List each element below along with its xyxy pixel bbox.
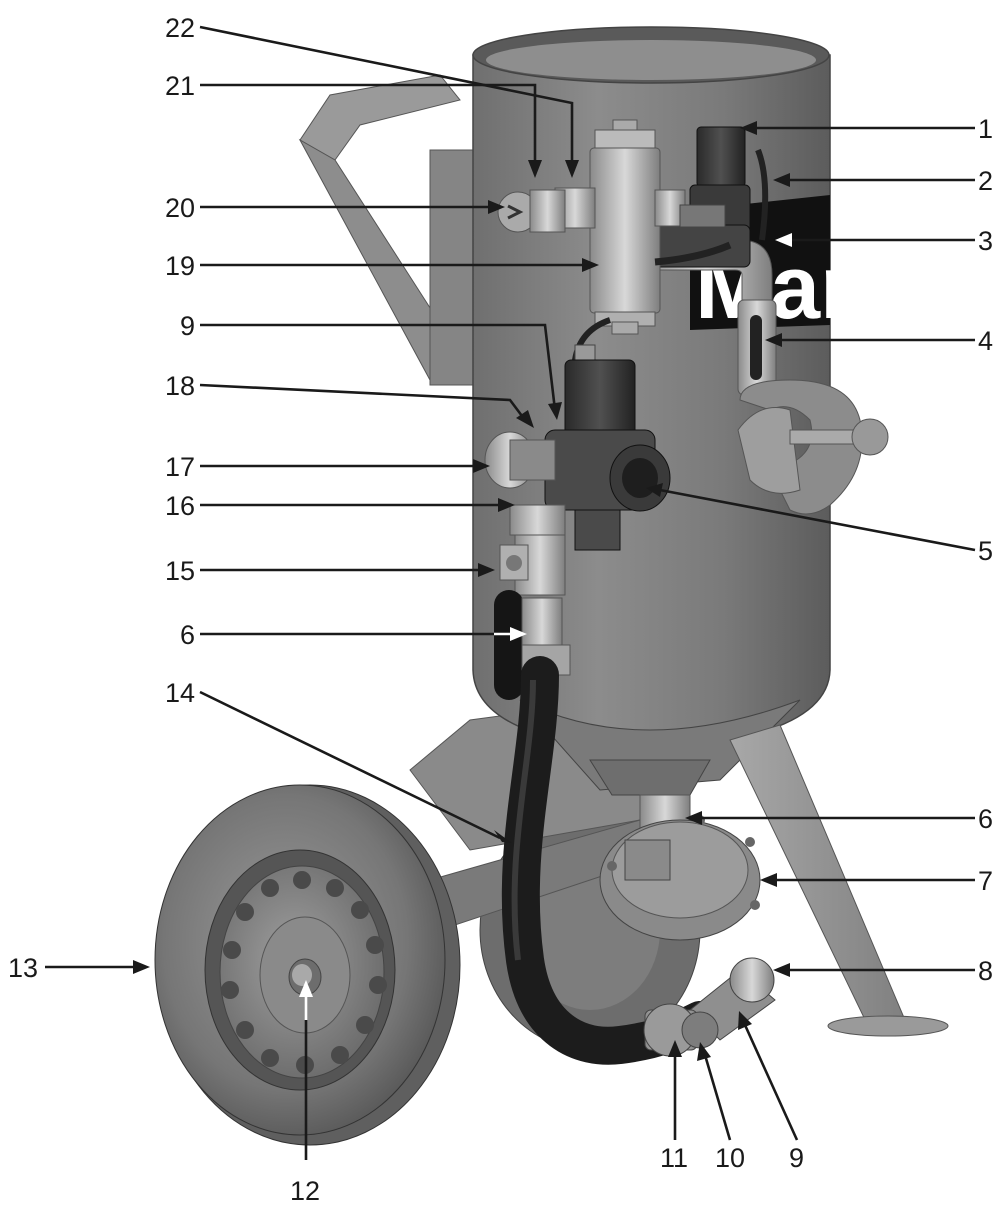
filter-housing <box>554 119 732 361</box>
callout-12: 12 <box>290 1176 320 1206</box>
callout-9-lower: 9 <box>789 1143 804 1173</box>
callout-19: 19 <box>165 251 195 281</box>
leader-9-lower <box>743 1024 799 1141</box>
callout-4: 4 <box>978 326 993 356</box>
callout-9-top: 9 <box>180 311 195 341</box>
callout-18: 18 <box>165 371 195 401</box>
callout-10: 10 <box>715 1143 745 1173</box>
callout-1: 1 <box>978 114 993 144</box>
callout-13: 13 <box>8 953 38 983</box>
callout-labels: 22 21 20 19 9 18 17 16 15 6 14 13 12 1 2… <box>8 13 993 1206</box>
leader-22 <box>199 25 574 168</box>
leader-21 <box>200 83 537 168</box>
callout-11: 11 <box>660 1143 688 1173</box>
leader-18 <box>199 383 527 421</box>
callout-6-upper: 6 <box>180 620 195 650</box>
inlet-valve-assembly <box>484 344 671 551</box>
leader-10 <box>703 1054 732 1141</box>
callout-5: 5 <box>978 536 993 566</box>
front-wheel <box>154 784 461 1146</box>
callout-21: 21 <box>165 71 195 101</box>
callout-15: 15 <box>165 556 195 586</box>
pusher-line-fittings <box>643 957 776 1057</box>
push-handle <box>298 74 501 386</box>
callout-7: 7 <box>978 866 993 896</box>
leader-9-top <box>200 323 557 411</box>
callout-14: 14 <box>165 678 195 708</box>
inlet-ball-valve <box>497 189 566 233</box>
callout-leaders <box>45 25 976 1160</box>
wheel-bolt-ring <box>221 871 387 1074</box>
leader-5 <box>659 488 976 552</box>
callout-3: 3 <box>978 226 993 256</box>
callout-22: 22 <box>165 13 195 43</box>
support-leg <box>729 724 949 1037</box>
callout-20: 20 <box>165 193 195 223</box>
callout-17: 17 <box>165 452 195 482</box>
callout-8: 8 <box>978 956 993 986</box>
metering-valve <box>599 794 761 941</box>
leader-14 <box>199 690 501 840</box>
callout-16: 16 <box>165 491 195 521</box>
callout-2: 2 <box>978 166 993 196</box>
callout-6-lower: 6 <box>978 804 993 834</box>
